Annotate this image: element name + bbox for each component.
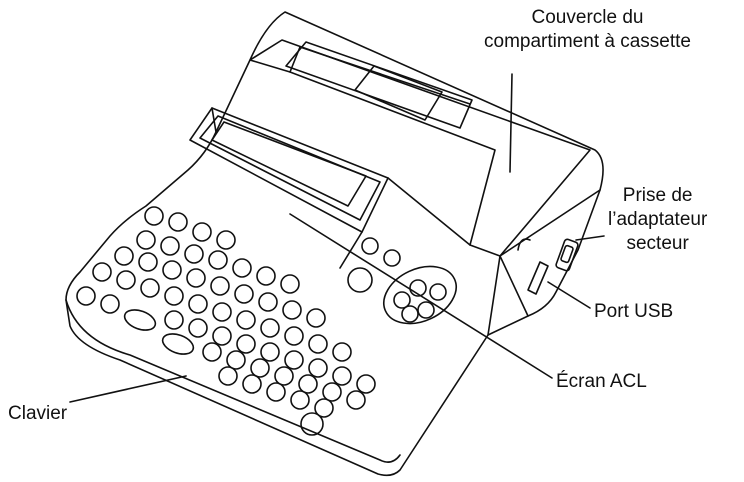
front-lip: [65, 299, 401, 463]
label-adapter-jack: Prise de l’adaptateur secteur: [608, 184, 707, 256]
leader-cover: [509, 73, 513, 173]
label-adapter-jack-line3: secteur: [626, 233, 689, 254]
printer-body-outline: [65, 11, 604, 477]
leader-usb: [547, 281, 591, 309]
label-cassette-cover: Couvercle du compartiment à cassette: [484, 6, 691, 54]
usb-port-shape: [527, 261, 549, 295]
label-cassette-cover-line1: Couvercle du: [531, 7, 644, 28]
leader-lcd: [289, 213, 553, 379]
leader-adapter: [575, 235, 605, 241]
function-key-cluster: [383, 265, 457, 325]
adapter-jack-shape: [555, 238, 579, 272]
label-lcd-screen: Écran ACL: [556, 371, 647, 392]
keyboard-keys: [76, 206, 376, 436]
lcd-housing: [189, 107, 389, 233]
cassette-window: [285, 41, 473, 129]
label-usb-port: Port USB: [594, 301, 674, 322]
lcd-screen: [211, 121, 367, 207]
side-face: [487, 189, 601, 336]
label-adapter-jack-line1: Prise de: [622, 185, 693, 206]
leader-keyboard: [69, 375, 187, 403]
label-keyboard: Clavier: [8, 403, 68, 424]
label-adapter-jack-line2: l’adaptateur: [608, 209, 708, 230]
label-cassette-cover-line2: compartiment à cassette: [484, 31, 691, 52]
